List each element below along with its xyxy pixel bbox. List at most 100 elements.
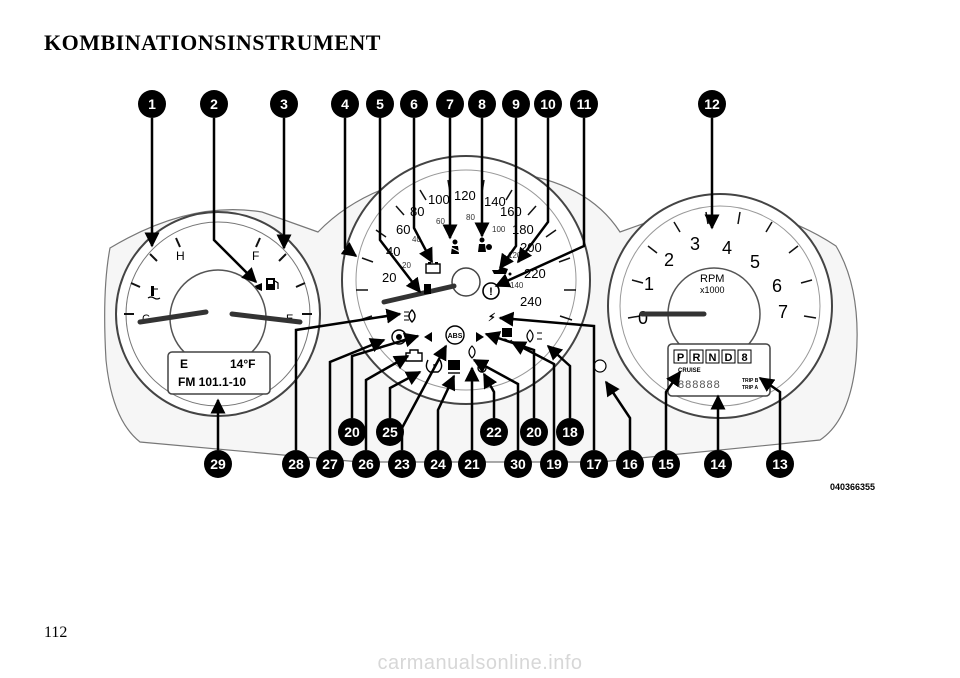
callout-30: 30 bbox=[504, 450, 532, 478]
mph-label-40: 40 bbox=[412, 235, 421, 244]
rpm-label-6: 6 bbox=[772, 276, 782, 296]
mph-label-20: 20 bbox=[402, 261, 411, 270]
svg-text:22: 22 bbox=[486, 424, 502, 440]
seatbelt-icon bbox=[449, 239, 461, 254]
svg-text:15: 15 bbox=[658, 456, 674, 472]
left-info-display bbox=[167, 351, 271, 395]
page-number: 112 bbox=[44, 624, 68, 641]
rpm-label-3: 3 bbox=[690, 234, 700, 254]
display-radio: FM 101.1-10 bbox=[178, 375, 246, 389]
odometer-digits: 888888 bbox=[678, 379, 721, 391]
rpm-label-5: 5 bbox=[750, 252, 760, 272]
svg-text:3: 3 bbox=[280, 96, 288, 112]
left-gauge-ticks bbox=[124, 237, 312, 315]
svg-text:11: 11 bbox=[577, 96, 592, 112]
callout-1: 1 bbox=[138, 90, 166, 118]
speed-label-160: 160 bbox=[500, 204, 522, 219]
fog-light-icon bbox=[526, 329, 542, 343]
callout-8: 8 bbox=[468, 90, 496, 118]
rpm-label-0: 0 bbox=[638, 308, 648, 328]
rpm-label-4: 4 bbox=[722, 238, 732, 258]
gear-indicator: P R N D 8 bbox=[673, 349, 752, 364]
speed-label-200: 200 bbox=[520, 240, 542, 255]
callout-13: 13 bbox=[766, 450, 794, 478]
svg-text:9: 9 bbox=[512, 96, 520, 112]
high-beam-icon bbox=[404, 309, 416, 323]
check-engine-icon bbox=[405, 349, 423, 362]
svg-text:19: 19 bbox=[546, 456, 562, 472]
trip-b-label: TRIP B bbox=[742, 378, 759, 384]
gear-number: 8 bbox=[741, 352, 747, 364]
svg-text:20: 20 bbox=[344, 424, 360, 440]
svg-text:4: 4 bbox=[341, 96, 349, 112]
rpm-label-1: 1 bbox=[644, 274, 654, 294]
gear-p: P bbox=[677, 352, 684, 364]
mph-label-60: 60 bbox=[436, 217, 445, 226]
door-ajar-icon bbox=[448, 360, 460, 374]
svg-text:25: 25 bbox=[382, 424, 398, 440]
fuel-full-label: F bbox=[252, 249, 259, 263]
callout-21: 21 bbox=[458, 450, 486, 478]
turn-signal-right-icon bbox=[476, 332, 484, 342]
gear-n: N bbox=[709, 352, 717, 364]
display-temperature: 14°F bbox=[230, 357, 255, 371]
callout-20-left: 20 bbox=[338, 418, 366, 446]
instrument-cluster-diagram: H C F E E 14°F FM 101.1-10 bbox=[104, 90, 875, 492]
callout-4: 4 bbox=[331, 90, 359, 118]
speed-label-180: 180 bbox=[512, 222, 534, 237]
cruise-label: CRUISE bbox=[678, 368, 701, 374]
fuel-needle bbox=[229, 311, 303, 325]
trip-a-label: TRIP A bbox=[742, 385, 759, 391]
svg-text:26: 26 bbox=[358, 456, 374, 472]
svg-text:⚡︎: ⚡︎ bbox=[488, 312, 496, 324]
svg-text:17: 17 bbox=[586, 456, 602, 472]
callout-26: 26 bbox=[352, 450, 380, 478]
svg-text:16: 16 bbox=[622, 456, 638, 472]
svg-text:29: 29 bbox=[210, 456, 226, 472]
svg-text:8: 8 bbox=[478, 96, 486, 112]
callout-25: 25 bbox=[376, 418, 404, 446]
svg-text:14: 14 bbox=[710, 456, 726, 472]
callout-6: 6 bbox=[400, 90, 428, 118]
callout-15: 15 bbox=[652, 450, 680, 478]
callouts: 1 2 3 4 5 6 7 8 9 10 11 12 20 25 22 20 1… bbox=[138, 90, 794, 478]
svg-text:21: 21 bbox=[464, 456, 480, 472]
callout-23: 23 bbox=[388, 450, 416, 478]
temp-needle bbox=[137, 309, 209, 325]
svg-text:23: 23 bbox=[394, 456, 410, 472]
svg-text:!: ! bbox=[489, 286, 493, 298]
svg-text:7: 7 bbox=[446, 96, 454, 112]
speed-label-240: 240 bbox=[520, 294, 542, 309]
callout-20-right: 20 bbox=[520, 418, 548, 446]
svg-text:20: 20 bbox=[526, 424, 542, 440]
mph-label-100: 100 bbox=[492, 225, 506, 234]
leader-lines bbox=[144, 118, 782, 450]
gear-r: R bbox=[693, 352, 701, 364]
speed-needle bbox=[381, 283, 457, 305]
watermark: carmanualsonline.info bbox=[377, 652, 583, 674]
rpm-label-2: 2 bbox=[664, 250, 674, 270]
airbag-icon bbox=[478, 237, 492, 252]
tachometer: 0 1 2 3 4 5 6 7 RPM x1000 P R N D 8 CRUI… bbox=[607, 193, 833, 419]
callout-19: 19 bbox=[540, 450, 568, 478]
speed-label-120: 120 bbox=[454, 188, 476, 203]
fuel-pump-icon bbox=[266, 278, 279, 290]
speed-label-60: 60 bbox=[396, 222, 410, 237]
speed-label-40: 40 bbox=[386, 244, 400, 259]
callout-24: 24 bbox=[424, 450, 452, 478]
temp-hot-label: H bbox=[176, 249, 185, 263]
headlight-icon bbox=[468, 345, 476, 359]
svg-text:27: 27 bbox=[322, 456, 338, 472]
svg-text:5: 5 bbox=[376, 96, 384, 112]
speed-label-80: 80 bbox=[410, 204, 424, 219]
callout-17: 17 bbox=[580, 450, 608, 478]
speed-label-100: 100 bbox=[428, 192, 450, 207]
callout-28: 28 bbox=[282, 450, 310, 478]
fuel-door-icon bbox=[424, 284, 431, 294]
mph-label-120: 120 bbox=[508, 251, 522, 260]
callout-11: 11 bbox=[570, 90, 598, 118]
speedometer-hub bbox=[451, 267, 481, 297]
page-heading: KOMBINATIONSINSTRUMENT bbox=[44, 30, 381, 55]
svg-text:2: 2 bbox=[210, 96, 218, 112]
display-compass: E bbox=[180, 357, 188, 371]
